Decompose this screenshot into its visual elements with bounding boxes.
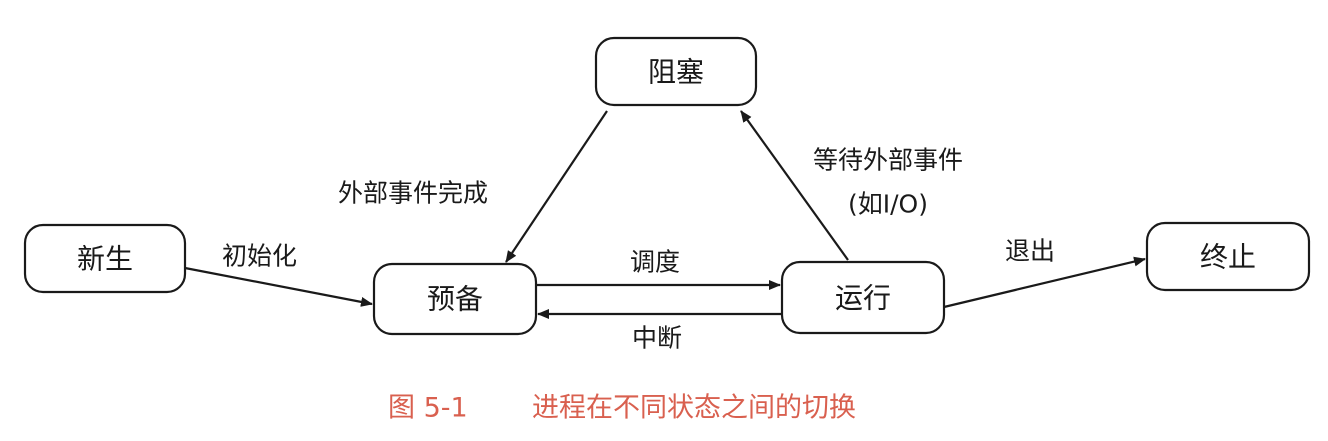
label-exit: 退出 <box>1005 237 1055 266</box>
state-running-label: 运行 <box>835 282 891 315</box>
caption-title: 进程在不同状态之间的切换 <box>532 393 856 424</box>
label-interrupt: 中断 <box>632 324 682 353</box>
state-new-box <box>23 223 187 294</box>
state-blocked: 阻塞 <box>594 36 758 107</box>
edge-running-to-terminated <box>943 256 1146 309</box>
state-ready-label: 预备 <box>427 283 483 316</box>
edge-running-to-blocked <box>740 110 849 261</box>
state-terminated-label: 终止 <box>1200 241 1256 274</box>
caption-figure-number: 图 5-1 <box>388 393 468 424</box>
label-event-done: 外部事件完成 <box>338 179 488 208</box>
state-running-box <box>780 260 946 335</box>
state-running: 运行 <box>780 260 946 335</box>
state-new: 新生 <box>23 223 187 294</box>
label-init: 初始化 <box>222 242 297 271</box>
edge-blocked-to-ready <box>505 110 608 263</box>
state-ready-box <box>372 262 538 336</box>
label-wait-event-example: (如I/O) <box>848 190 928 219</box>
label-dispatch: 调度 <box>630 248 680 277</box>
state-blocked-label: 阻塞 <box>648 56 704 89</box>
state-blocked-box <box>594 36 758 107</box>
state-new-label: 新生 <box>77 243 133 276</box>
state-terminated: 终止 <box>1145 221 1311 292</box>
state-ready: 预备 <box>372 262 538 336</box>
state-terminated-box <box>1145 221 1311 292</box>
label-wait-event: 等待外部事件 <box>813 146 963 175</box>
figure-caption: 图 5-1 进程在不同状态之间的切换 <box>388 393 856 424</box>
edge-new-to-ready <box>184 266 373 307</box>
